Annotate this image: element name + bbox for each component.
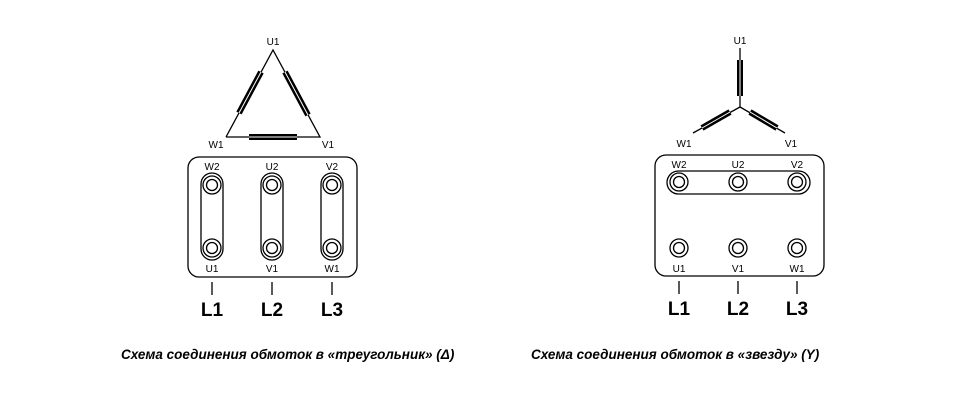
delta-jumpers [200,172,344,261]
star-diagram: U1 W1 V1 W2 U2 V2 U1 V1 W1 L1 L2 L3 Схем… [531,36,825,362]
delta-label-w1: W1 [209,140,224,151]
delta-terminal-u2: U2 [266,162,279,173]
star-terminals [669,172,807,258]
delta-line-l1: L1 [201,300,224,321]
delta-line-l3: L3 [321,300,343,321]
delta-terminal-w2: W2 [205,162,220,173]
delta-terminal-box [187,156,358,278]
delta-diagram: U1 W1 V1 W2 U2 V2 U1 V1 W1 L1 L2 L3 Схем… [121,37,455,362]
star-terminal-v2: V2 [791,160,804,171]
star-windings [692,48,786,134]
delta-windings [225,48,322,140]
delta-terminals [202,175,342,258]
delta-terminal-u1: U1 [206,264,219,275]
delta-terminal-v2: V2 [326,162,339,173]
delta-label-u1: U1 [267,37,280,48]
star-terminal-v1: V1 [732,264,745,275]
star-terminal-w1: W1 [790,264,805,275]
star-label-u1: U1 [734,36,747,47]
star-terminal-box [654,154,825,277]
star-caption: Схема соединения обмоток в «звезду» (Y) [531,347,820,362]
star-terminal-u2: U2 [732,160,745,171]
star-line-l2: L2 [727,299,749,320]
delta-caption: Схема соединения обмоток в «треугольник»… [121,347,455,362]
delta-terminal-v1: V1 [266,264,279,275]
star-terminal-w2: W2 [672,160,687,171]
star-line-l1: L1 [668,299,691,320]
star-label-w1: W1 [677,139,692,150]
delta-terminal-w1: W1 [325,264,340,275]
delta-label-v1: V1 [322,140,335,151]
delta-line-l2: L2 [261,300,283,321]
star-label-v1: V1 [785,139,798,150]
star-line-l3: L3 [786,299,808,320]
star-terminal-u1: U1 [673,264,686,275]
star-jumper [666,170,811,195]
